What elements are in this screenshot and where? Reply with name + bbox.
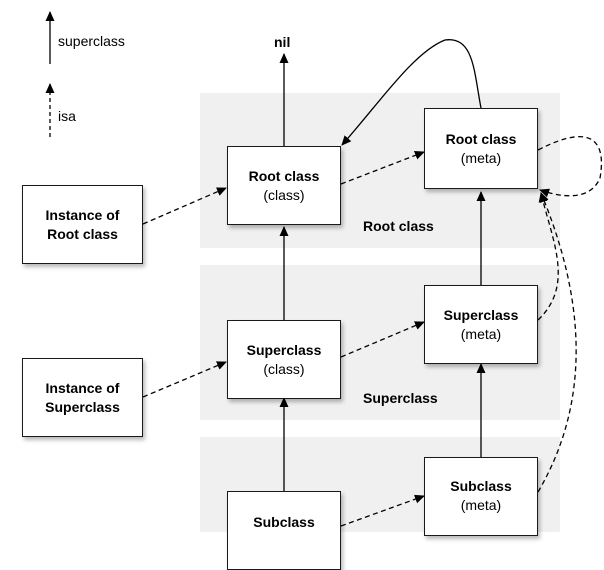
root-class-meta-box: Root class (meta) <box>424 108 538 189</box>
subclass-meta-title: Subclass <box>450 478 512 494</box>
nil-label: nil <box>274 34 291 50</box>
isa-arrow-rootclass-to-rootmeta <box>340 151 425 185</box>
instance-of-superclass-box: Instance of Superclass <box>22 358 143 437</box>
legend-isa-label: isa <box>58 108 76 124</box>
instance-super-line1: Instance of <box>45 379 120 396</box>
root-meta-title: Root class <box>445 130 517 147</box>
isa-arrow-super-instance <box>142 361 227 398</box>
root-meta-sub: (meta) <box>460 149 502 166</box>
isa-arrow-subclass-to-submeta <box>340 494 425 527</box>
superclass-band-label: Superclass <box>363 390 438 406</box>
subclass-meta-box: Subclass (meta) <box>424 457 538 536</box>
instance-root-line1: Instance of <box>45 206 120 223</box>
root-class-band-label: Root class <box>363 218 434 234</box>
isa-arrow-rootmeta-self <box>537 136 603 198</box>
superclass-class-title: Superclass <box>246 341 322 358</box>
legend-superclass-label: superclass <box>58 33 125 49</box>
connector-layer <box>45 11 603 527</box>
superclass-arrow-rootmeta-to-rootclass <box>341 39 482 146</box>
root-class-sub: (class) <box>263 186 305 203</box>
root-class-class-box: Root class (class) <box>227 146 341 225</box>
isa-arrow-submeta-to-rootmeta <box>537 192 577 493</box>
isa-arrow-superclass-to-supermeta <box>340 321 425 358</box>
superclass-meta-box: Superclass (meta) <box>424 285 538 364</box>
subclass-class-box: Subclass <box>227 491 341 570</box>
superclass-meta-title: Superclass <box>443 306 519 323</box>
superclass-class-sub: (class) <box>263 360 305 377</box>
superclass-meta-sub: (meta) <box>460 325 502 342</box>
instance-of-root-class-box: Instance of Root class <box>22 185 143 264</box>
instance-super-line2: Superclass <box>45 398 120 415</box>
subclass-class-title: Subclass <box>253 514 315 530</box>
root-class-title: Root class <box>248 167 320 184</box>
instance-root-line2: Root class <box>47 225 118 242</box>
superclass-class-box: Superclass (class) <box>227 320 341 399</box>
subclass-meta-sub: (meta) <box>460 497 502 513</box>
isa-arrow-root-instance <box>142 187 227 225</box>
